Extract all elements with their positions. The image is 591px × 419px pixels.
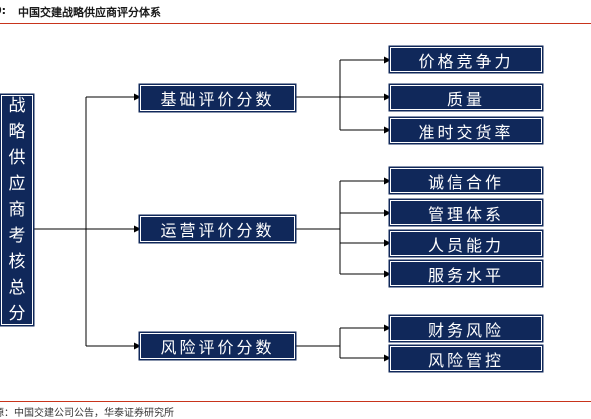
root-node: 战略供应商考核总分	[1, 95, 33, 325]
item-service-level: 服务水平	[390, 261, 542, 286]
root-label: 战略供应商考核总分	[8, 96, 26, 324]
item-price-competitiveness: 价格竞争力	[390, 47, 542, 72]
item-financial-risk: 财务风险	[390, 316, 542, 341]
item-on-time-delivery: 准时交货率	[390, 118, 542, 143]
source-text: 源：中国交建公司公告，华泰证券研究所	[0, 408, 174, 419]
item-quality: 质量	[390, 85, 542, 110]
category-basic: 基础评价分数	[140, 85, 295, 111]
item-risk-control: 风险管控	[390, 346, 542, 371]
bottom-rule	[0, 401, 591, 402]
item-staff-capability: 人员能力	[390, 231, 542, 256]
item-management-system: 管理体系	[390, 200, 542, 225]
category-operation: 运营评价分数	[140, 216, 295, 242]
item-integrity: 诚信合作	[390, 168, 542, 193]
figure-number: 0:	[0, 4, 7, 17]
figure-title: 0: 中国交建战略供应商评分体系	[0, 4, 591, 22]
category-risk: 风险评价分数	[140, 333, 295, 359]
top-rule	[0, 23, 591, 24]
figure-title-text: 中国交建战略供应商评分体系	[18, 6, 161, 19]
source-note: 源：中国交建公司公告，华泰证券研究所	[0, 404, 591, 419]
